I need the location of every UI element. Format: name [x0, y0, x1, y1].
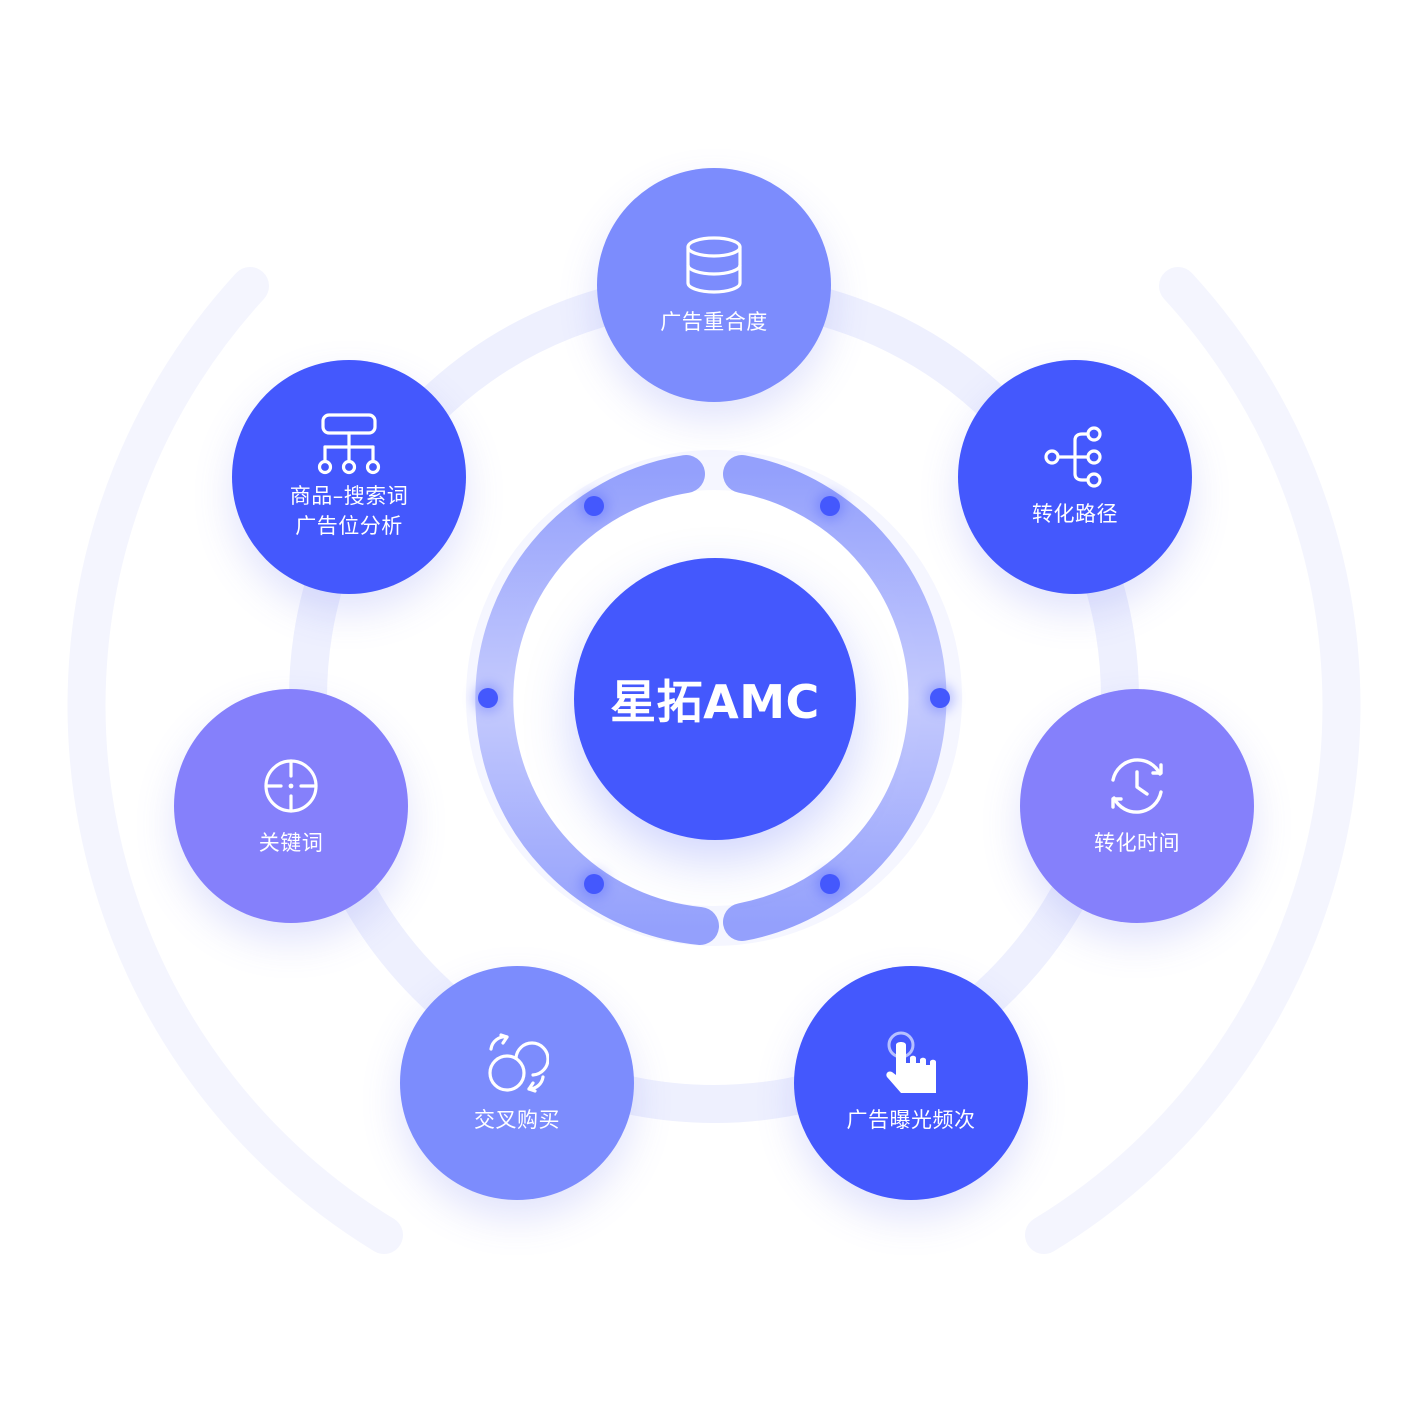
- ring-dot: [930, 688, 950, 708]
- center-title: 星拓AMC: [610, 675, 820, 729]
- ring-dot: [478, 688, 498, 708]
- center-circle: 星拓AMC: [574, 558, 856, 840]
- node-keyword[interactable]: 关键词: [174, 689, 408, 923]
- ring-dot: [820, 874, 840, 894]
- node-label: 广告重合度: [660, 310, 768, 334]
- node-label: 关键词: [258, 831, 324, 855]
- ring-dot: [584, 496, 604, 516]
- target-icon: [259, 754, 323, 818]
- node-product-search-placement[interactable]: 商品–搜索词 广告位分析: [232, 360, 466, 594]
- ring-dot: [820, 496, 840, 516]
- node-label: 交叉购买: [474, 1108, 560, 1132]
- node-ad-overlap[interactable]: 广告重合度: [597, 168, 831, 402]
- outer-ring-right: [1025, 267, 1361, 1254]
- ring-dot: [584, 874, 604, 894]
- database-icon: [682, 233, 746, 297]
- clock-refresh-icon: [1105, 754, 1169, 818]
- node-label: 转化路径: [1032, 502, 1118, 526]
- exchange-circles-icon: [485, 1031, 549, 1095]
- node-label: 广告曝光频次: [846, 1108, 976, 1132]
- outer-ring: [67, 267, 403, 1254]
- hierarchy-icon: [317, 413, 381, 477]
- tap-hand-icon: [879, 1031, 943, 1095]
- node-cross-purchase[interactable]: 交叉购买: [400, 966, 634, 1200]
- node-label: 转化时间: [1094, 831, 1180, 855]
- node-label-line2: 广告位分析: [295, 514, 403, 538]
- node-label-line1: 商品–搜索词: [289, 484, 409, 508]
- node-ad-frequency[interactable]: 广告曝光频次: [794, 966, 1028, 1200]
- branch-tree-icon: [1043, 425, 1107, 489]
- node-conversion-path[interactable]: 转化路径: [958, 360, 1192, 594]
- node-conversion-time[interactable]: 转化时间: [1020, 689, 1254, 923]
- ring-dots: [474, 492, 954, 898]
